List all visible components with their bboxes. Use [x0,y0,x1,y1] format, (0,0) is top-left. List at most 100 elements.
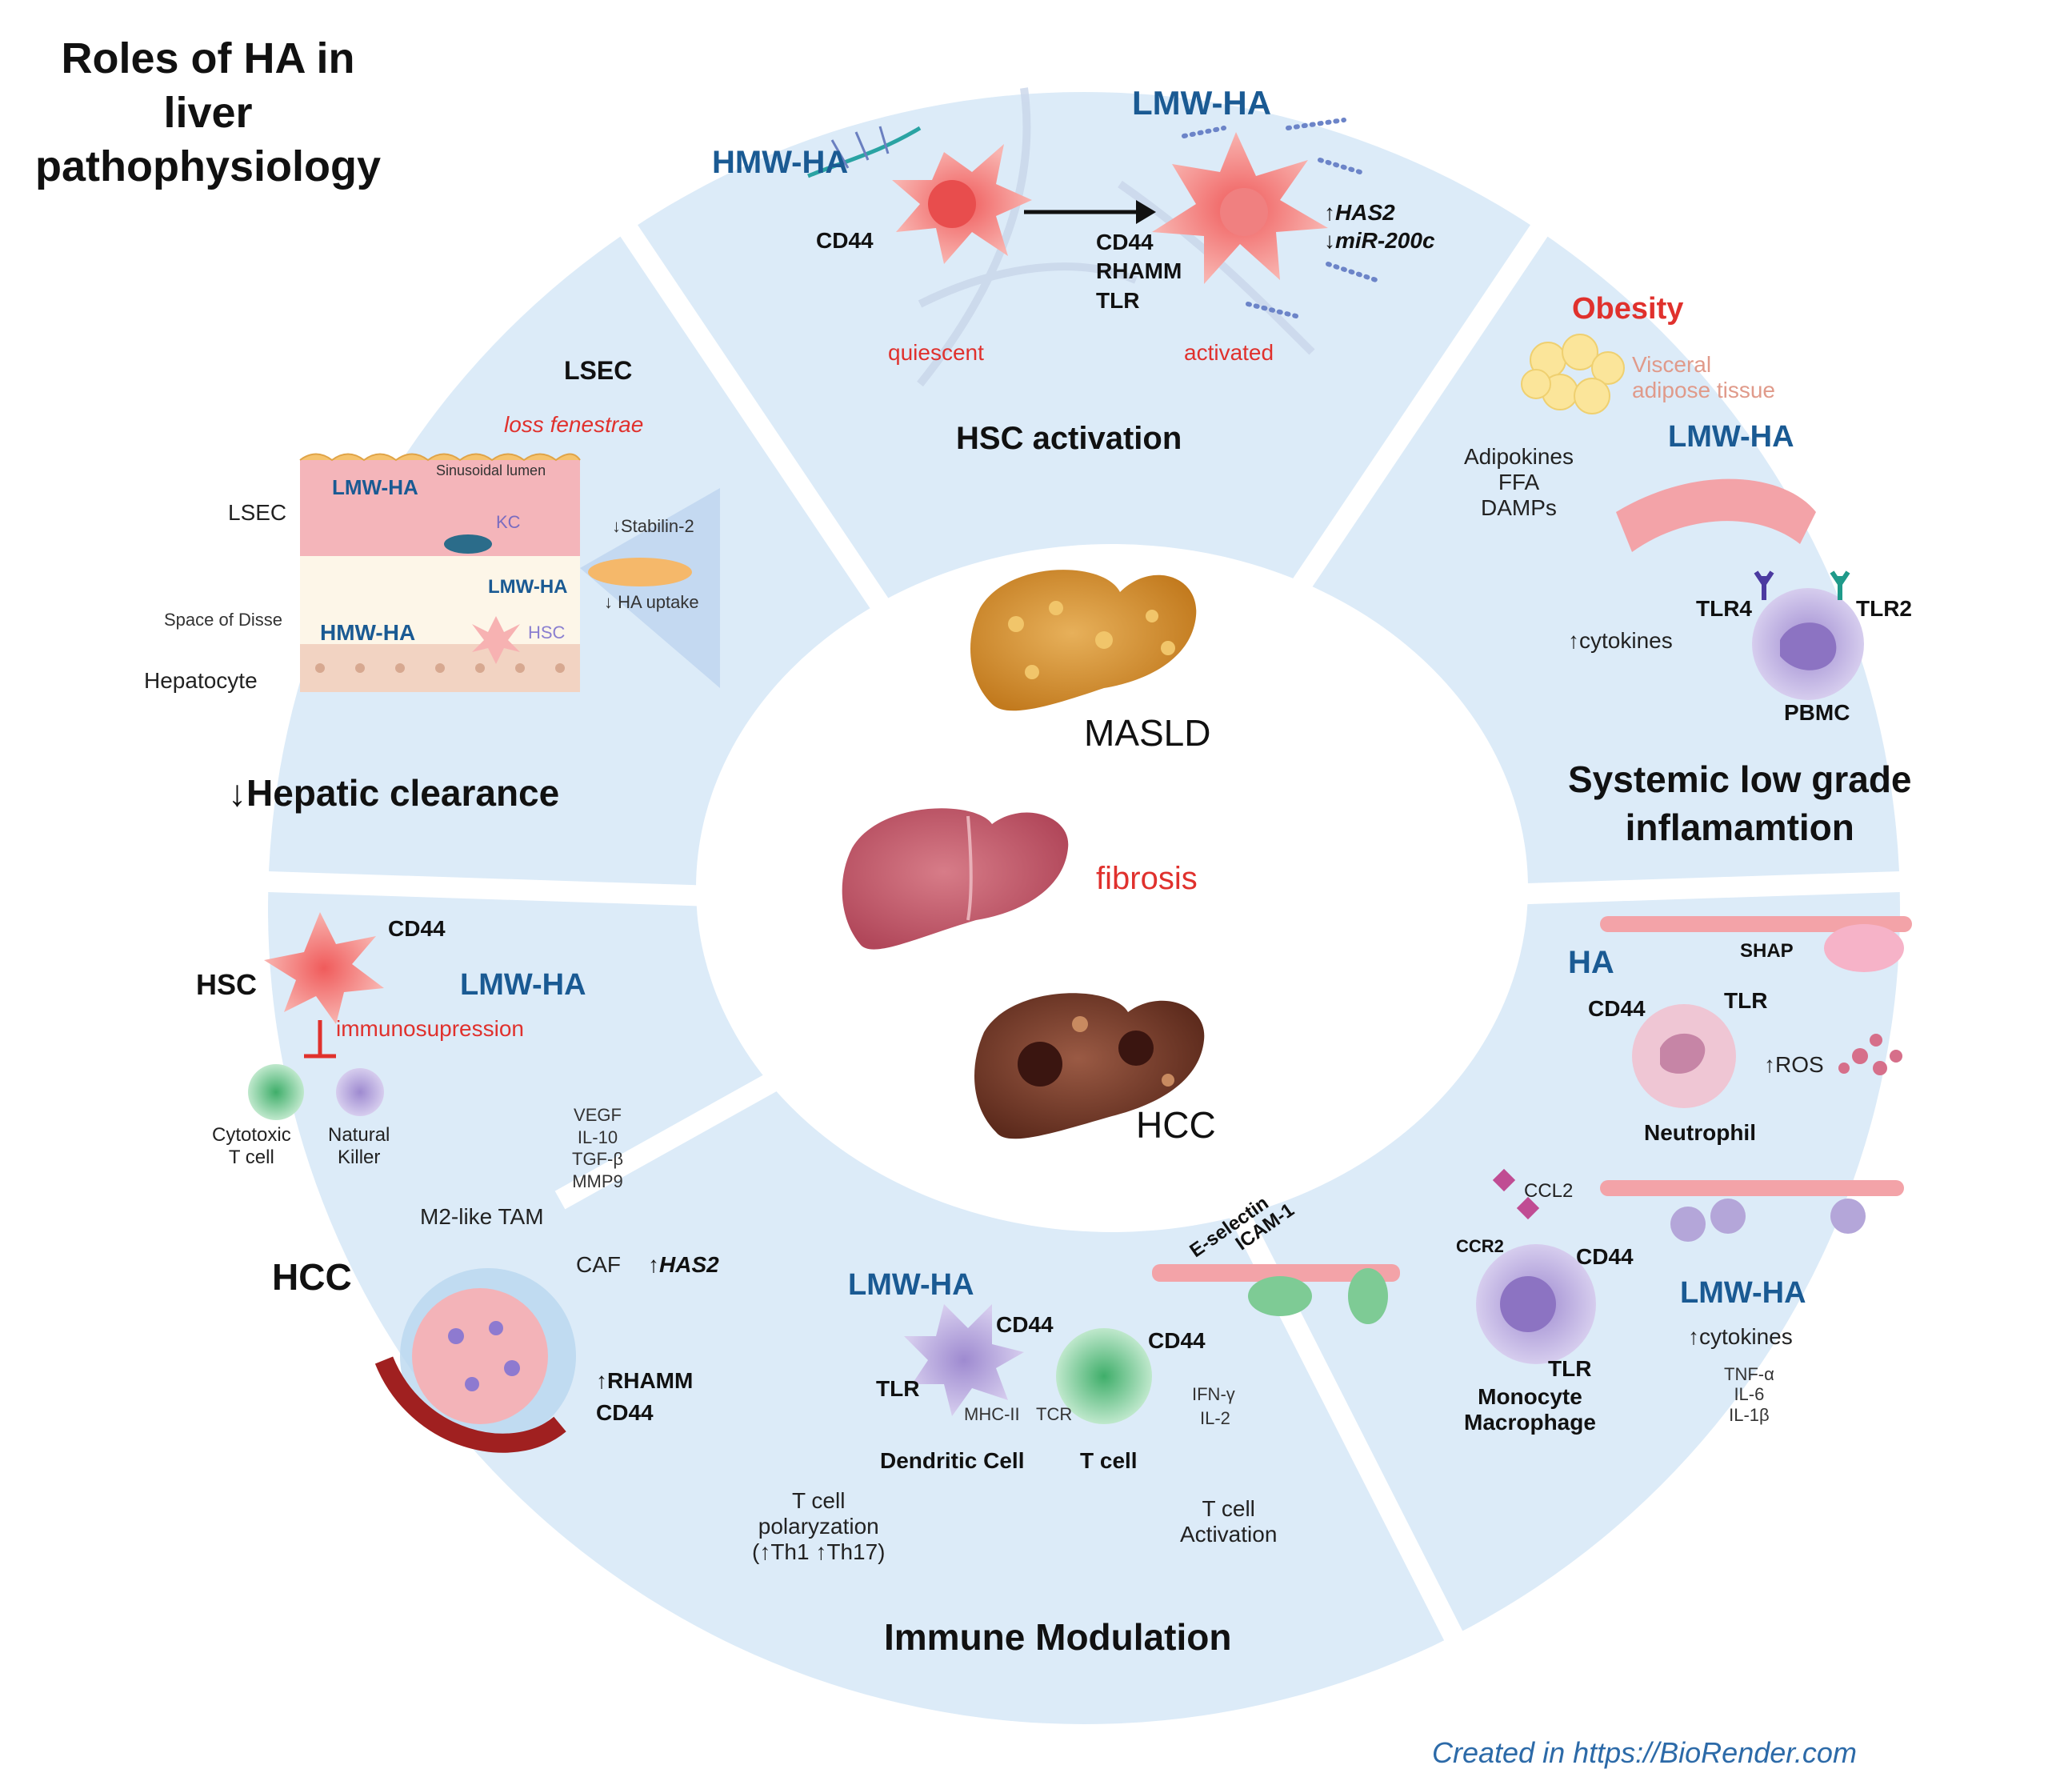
systemic-tlr2: TLR2 [1856,596,1912,621]
net-icon [1838,1034,1902,1075]
liver-fibrosis-icon [842,808,1069,950]
title-line-2: liver [163,88,253,137]
factor-tgfb: TGF-β [572,1149,623,1169]
clearance-uptake: ↓ HA uptake [604,592,699,612]
hcc-lmw: LMW-HA [460,968,586,1002]
clearance-stabilin: ↓Stabilin-2 [612,516,694,536]
liver-hcc-icon [974,993,1205,1139]
immune-polarization: T cell polaryzation (↑Th1 ↑Th17) [752,1488,886,1566]
hcc-rhamm: ↑RHAMM [596,1368,694,1393]
clearance-loss: loss fenestrae [504,412,644,437]
neutro-shap: SHAP [1740,940,1794,962]
systemic-visceral: Visceral adipose tissue [1632,352,1775,403]
neutro-tlr: TLR [1724,988,1768,1013]
neutro-neutrophil: Neutrophil [1644,1120,1756,1145]
clearance-kc: KC [496,512,521,532]
activated-hsc-icon [1152,132,1328,284]
immune-tcr: TCR [1036,1404,1073,1424]
clearance-disse: Space of Disse [164,610,282,630]
title-line-3: pathophysiology [35,142,381,190]
clearance-hepatocyte: Hepatocyte [144,668,258,693]
hcc-cd44b: CD44 [596,1400,654,1425]
activation-line-2: Activation [1180,1522,1278,1547]
hsc-receptors: CD44 RHAMM TLR [1096,228,1182,315]
sinusoid-diagram [299,453,720,692]
systemic-pbmc: PBMC [1784,700,1850,725]
hcc-has2: ↑HAS2 [648,1252,719,1277]
endothelium-bar-2 [1600,916,1912,972]
immune-tcell: T cell [1080,1448,1138,1473]
factor-ffa: FFA [1498,470,1540,495]
clearance-lmw-2: LMW-HA [488,576,568,598]
cyto-line-1: Cytotoxic [212,1124,291,1146]
list-il1b: IL-1β [1729,1404,1770,1425]
immune-dc: Dendritic Cell [880,1448,1025,1473]
immune-cd44a: CD44 [996,1312,1054,1337]
liver-masld-icon [970,570,1197,711]
hsc-hmw-ha: HMW-HA [712,145,849,180]
tumor-icon [374,1268,576,1453]
activation-arrow [1024,200,1156,224]
cyto-line-2: T cell [228,1146,274,1168]
factor-il10: IL-10 [577,1127,618,1147]
hsc-quiescent: quiescent [888,340,984,365]
neutro-list: TNF-α IL-6 IL-1β [1724,1364,1774,1425]
factor-adipokines: Adipokines [1464,444,1574,469]
activation-line-1: T cell [1202,1496,1255,1521]
clearance-hsc: HSC [528,622,566,642]
immune-tlr: TLR [876,1376,920,1401]
factor-damps: DAMPs [1481,495,1557,521]
hsc-lmw-ha: LMW-HA [1132,84,1272,122]
neutro-cd44b: CD44 [1576,1244,1634,1269]
immune-cd44b: CD44 [1148,1328,1206,1353]
neutrophil-icon [1632,1004,1736,1108]
neutro-cytokines: ↑cytokines [1688,1324,1793,1349]
hcc-factors: VEGF IL-10 TGF-β MMP9 [572,1104,623,1192]
endothelium-bar-3 [1600,1180,1904,1242]
systemic-section-title: Systemic low grade inflamamtion [1568,756,1912,852]
hcc-section-title: HCC [272,1256,352,1298]
cytotoxic-tcell-icon [248,1064,304,1120]
hcc-tam: M2-like TAM [420,1204,544,1229]
clearance-lsec-side: LSEC [228,500,287,525]
neutro-cd44: CD44 [1588,996,1646,1021]
center-fibrosis: fibrosis [1096,861,1198,896]
biorender-credit: Created in https://BioRender.com [1432,1736,1857,1769]
center-masld: MASLD [1084,712,1211,754]
hcc-caf: CAF [576,1252,621,1277]
hsc-mir: ↓miR-200c [1324,228,1435,253]
polar-line-3: (↑Th1 ↑Th17) [752,1539,886,1565]
center-hcc: HCC [1136,1104,1216,1146]
neutro-tlr2: TLR [1548,1356,1592,1381]
neutro-mono: Monocyte Macrophage [1464,1384,1596,1435]
systemic-title-2: inflamamtion [1625,806,1854,848]
pbmc-cell-icon [1752,570,1864,700]
figure-title: Roles of HA in liver pathophysiology [16,32,400,194]
systemic-title-1: Systemic low grade [1568,758,1912,800]
lmw-ha-fragments [1182,118,1378,318]
immune-mhc: MHC-II [964,1404,1020,1424]
clearance-sinus: Sinusoidal lumen [436,462,546,478]
systemic-obesity: Obesity [1572,292,1684,326]
inhibit-symbol [304,1020,336,1059]
nk-line-1: Natural [328,1124,390,1146]
nk-cell-icon [336,1068,384,1116]
clearance-section-title: ↓Hepatic clearance [228,772,560,814]
nk-line-2: Killer [338,1146,381,1168]
mono-line-1: Monocyte [1478,1384,1582,1409]
immune-lmw: LMW-HA [848,1268,974,1302]
hsc-cd44-left: CD44 [816,228,874,253]
receptor-cd44: CD44 [1096,230,1154,254]
hcc-immuno: immunosupression [336,1016,524,1041]
endothelium-bar [1152,1264,1400,1324]
mono-line-2: Macrophage [1464,1410,1596,1435]
immune-section-title: Immune Modulation [884,1616,1232,1658]
systemic-lmw: LMW-HA [1668,420,1794,454]
systemic-factors: Adipokines FFA DAMPs [1464,444,1574,522]
factor-vegf: VEGF [574,1105,622,1125]
neutro-ros: ↑ROS [1764,1052,1824,1077]
immune-ifn: IFN-γ [1192,1384,1235,1404]
hsc-section-title: HSC activation [956,421,1182,456]
blood-vessel-icon [1616,478,1816,552]
